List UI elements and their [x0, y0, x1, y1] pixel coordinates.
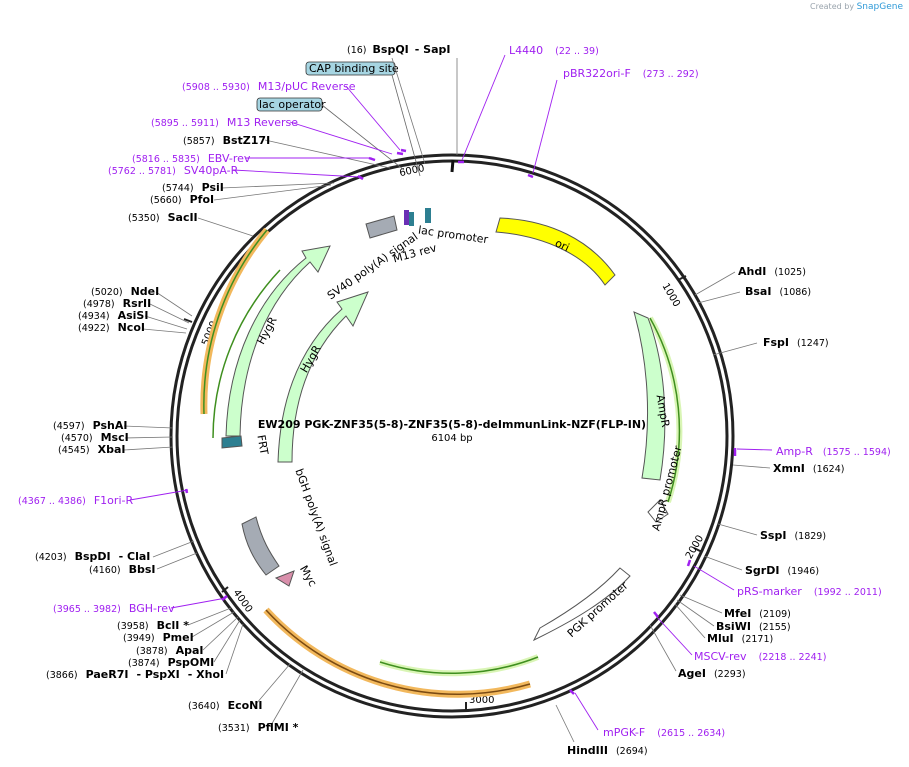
primer-amp-r[interactable]: Amp-R(1575 .. 1594)	[776, 445, 891, 458]
primer-sv40pa-r[interactable]: (5762 .. 5781)SV40pA-R	[108, 164, 239, 177]
cap-binding-site-tag[interactable]: CAP binding site	[305, 61, 399, 76]
site-mfei[interactable]: MfeI(2109)	[724, 607, 791, 620]
feature-cap-block[interactable]	[409, 212, 414, 226]
origin-marker	[450, 159, 455, 173]
site-psii[interactable]: (5744)PsiI	[162, 181, 224, 194]
site-pspomi[interactable]: (3874)PspOMI	[128, 656, 214, 669]
site-pfoi[interactable]: (5660)PfoI	[150, 193, 214, 206]
site-sspi[interactable]: SspI(1829)	[760, 529, 826, 542]
site-ahdi[interactable]: AhdI(1025)	[738, 265, 806, 278]
plasmid-length: 6104 bp	[431, 433, 472, 444]
site-apai[interactable]: (3878)ApaI	[136, 644, 204, 657]
backbone-outer-ring	[169, 153, 735, 719]
primer-f1ori-r[interactable]: (4367 .. 4386)F1ori-R	[18, 494, 133, 507]
feature-myc-label: Myc	[297, 563, 319, 589]
site-xmni[interactable]: XmnI(1624)	[773, 462, 844, 475]
tick-6000: 6000	[398, 163, 425, 179]
feature-hygr-inner-label: HygR	[298, 343, 324, 375]
primer-prs-marker[interactable]: pRS-marker(1992 .. 2011)	[737, 585, 882, 598]
orf-arc-znf	[263, 607, 531, 698]
site-sgrdi[interactable]: SgrDI(1946)	[745, 564, 819, 577]
feature-frt[interactable]	[221, 435, 243, 449]
feature-hygr-inner[interactable]	[277, 291, 369, 463]
feature-lac-operator-block[interactable]	[404, 210, 409, 225]
primer-pbr322ori[interactable]: pBR322ori-F(273 .. 292)	[563, 67, 699, 80]
primer-bgh-rev[interactable]: (3965 .. 3982)BGH-rev	[53, 602, 175, 615]
orf-arc-znf2-inner	[379, 656, 539, 675]
site-sacii[interactable]: (5350)SacII	[128, 211, 198, 224]
primer-ebv-rev[interactable]: (5816 .. 5835)EBV-rev	[132, 152, 251, 165]
plasmid-name: EW209 PGK-ZNF35(5-8)-ZNF35(5-8)-deImmunL…	[258, 418, 646, 431]
site-ndei[interactable]: (5020)NdeI	[91, 285, 159, 298]
feature-ampr[interactable]	[633, 311, 666, 481]
snapgene-logo: SnapGene	[856, 2, 903, 12]
feature-ampr-label: AmpR	[654, 394, 673, 429]
site-xbai[interactable]: (4545)XbaI	[58, 443, 125, 456]
primer-leaders	[129, 54, 773, 731]
site-pshai[interactable]: (4597)PshAI	[53, 419, 127, 432]
site-bsiwi[interactable]: BsiWI(2155)	[716, 620, 791, 633]
feature-sv40-label: SV40 poly(A) signal	[325, 230, 420, 302]
primer-l4440[interactable]: L4440(22 .. 39)	[509, 44, 599, 57]
site-bspdi[interactable]: (4203)BspDI- ClaI	[35, 550, 150, 563]
feature-frt-label: FRT	[254, 434, 270, 456]
orf-arc-ampr-inner	[649, 317, 681, 503]
tick-3000: 3000	[465, 695, 494, 712]
primer-m13-puc-reverse[interactable]: (5908 .. 5930)M13/pUC Reverse	[182, 80, 356, 93]
primer-m13-reverse[interactable]: (5895 .. 5911)M13 Reverse	[151, 116, 298, 129]
site-ncoi[interactable]: (4922)NcoI	[78, 321, 145, 334]
feature-ori[interactable]	[495, 217, 616, 286]
tick-1000: 1000	[660, 275, 687, 309]
site-bbsi[interactable]: (4160)BbsI	[89, 563, 156, 576]
site-pflmi[interactable]: (3531)PflMI *	[218, 721, 299, 734]
feature-pgk-promoter[interactable]	[532, 567, 631, 642]
site-rsrii[interactable]: (4978)RsrII	[83, 297, 151, 310]
orf-arc-znf-inner	[265, 609, 531, 695]
site-agei[interactable]: AgeI(2293)	[678, 667, 746, 680]
snapgene-credit: Created by SnapGene	[810, 2, 903, 12]
feature-hygr-outer[interactable]	[225, 245, 331, 437]
svg-text:4000: 4000	[231, 588, 255, 615]
orf-arc-hygr-inner	[203, 229, 268, 415]
feature-myc[interactable]	[274, 570, 295, 587]
lac-operator-tag[interactable]: lac operator	[256, 97, 326, 112]
enzyme-leaders	[123, 57, 771, 743]
site-bsai[interactable]: BsaI(1086)	[745, 285, 811, 298]
feature-ampr-promoter[interactable]	[647, 499, 669, 523]
site-bcli[interactable]: (3958)BclI *	[117, 619, 189, 632]
feature-sv40-polya[interactable]	[365, 215, 398, 239]
svg-text:CAP binding site: CAP binding site	[309, 62, 399, 75]
site-bstz17i[interactable]: (5857)BstZ17I	[183, 134, 270, 147]
feature-bgh-polya[interactable]	[241, 516, 280, 576]
feature-lac-promoter-block[interactable]	[425, 208, 431, 223]
site-mlui[interactable]: MluI(2171)	[707, 632, 773, 645]
site-fspi[interactable]: FspI(1247)	[763, 336, 829, 349]
site-pmei[interactable]: (3949)PmeI	[123, 631, 194, 644]
primer-mscv-rev[interactable]: MSCV-rev(2218 .. 2241)	[694, 650, 826, 663]
site-asisi[interactable]: (4934)AsiSI	[78, 309, 148, 322]
svg-text:lac operator: lac operator	[259, 98, 326, 111]
site-hindiii[interactable]: HindIII(2694)	[567, 744, 648, 757]
primer-mpgk-f[interactable]: mPGK-F(2615 .. 2634)	[603, 726, 725, 739]
feature-ori-label: ori	[553, 237, 571, 255]
orf-arc-hygr-green	[212, 269, 281, 439]
site-bspqi[interactable]: (16)BspQI- SapI	[347, 43, 450, 56]
primer-marks	[184, 148, 737, 695]
site-msci[interactable]: (4570)MscI	[61, 431, 129, 444]
site-econi[interactable]: (3640)EcoNI	[188, 699, 262, 712]
svg-text:1000: 1000	[660, 281, 682, 309]
site-paer7i[interactable]: (3866)PaeR7I- PspXI- XhoI	[46, 668, 224, 681]
svg-text:3000: 3000	[469, 695, 494, 706]
svg-text:6000: 6000	[398, 163, 425, 179]
feature-bgh-label: bGH poly(A) signal	[292, 467, 339, 568]
